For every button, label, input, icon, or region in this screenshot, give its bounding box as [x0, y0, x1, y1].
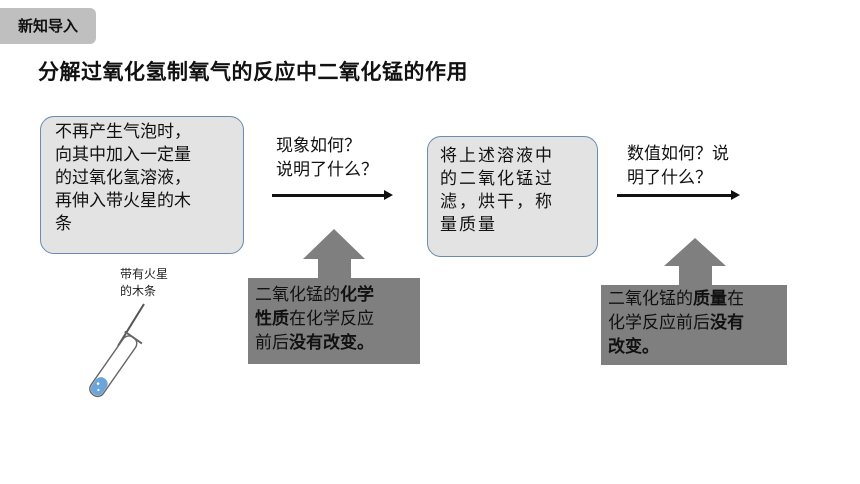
conclusion-text: 前后	[255, 333, 289, 353]
step2-box: 将上述溶液中 的二氧化锰过 滤，烘干，称 量质量	[427, 136, 598, 257]
question-line: 明了什么？	[627, 168, 712, 188]
step2-line: 滤，烘干，称	[440, 192, 554, 212]
step1-line: 的过氧化氢溶液，	[55, 168, 191, 188]
step1-question: 现象如何？ 说明了什么？	[276, 134, 378, 182]
conclusion-bold: 质量	[693, 289, 727, 309]
conclusion-text: 二氧化锰的	[255, 285, 340, 305]
step2-question: 数值如何？说 明了什么？	[627, 142, 777, 190]
conclusion-bold: 没有改变。	[289, 333, 374, 353]
up-arrow-2-stem	[679, 265, 712, 285]
label-line: 带有火星	[120, 267, 169, 281]
question-line: 数值如何？说	[627, 144, 729, 164]
step1-line: 再伸入带火星的木	[55, 191, 191, 211]
conclusion-bold: 性质	[255, 309, 289, 329]
conclusion-bold: 没有	[710, 313, 744, 333]
splint-label: 带有火星 的木条	[120, 266, 168, 300]
up-arrow-1	[303, 229, 365, 259]
conclusion-text: 在	[727, 289, 744, 309]
test-tube	[89, 330, 143, 398]
step2-line: 的二氧化锰过	[440, 169, 554, 189]
test-tube-splint-icon	[89, 303, 145, 398]
conclusion-text: 二氧化锰的	[608, 289, 693, 309]
step1-line: 条	[55, 214, 72, 234]
up-arrow-1-stem	[318, 258, 351, 278]
question-line: 说明了什么？	[276, 160, 378, 180]
step2-conclusion: 二氧化锰的质量在 化学反应前后没有 改变。	[601, 285, 787, 365]
up-arrow-2	[664, 238, 726, 266]
label-line: 的木条	[120, 284, 157, 298]
right-arrow-1	[272, 190, 393, 200]
page-title: 分解过氧化氢制氧气的反应中二氧化锰的作用	[38, 60, 468, 84]
step1-line: 不再产生气泡时，	[55, 122, 191, 142]
question-line: 现象如何？	[276, 136, 361, 156]
step1-box: 不再产生气泡时， 向其中加入一定量 的过氧化氢溶液， 再伸入带火星的木 条	[40, 116, 244, 254]
step2-line: 量质量	[440, 215, 497, 235]
step1-line: 向其中加入一定量	[55, 145, 191, 165]
right-arrow-2	[617, 190, 740, 200]
conclusion-text: 化学反应前后	[608, 313, 710, 333]
section-tag: 新知导入	[0, 8, 96, 44]
conclusion-bold: 化学	[340, 285, 374, 305]
conclusion-text: 在化学反应	[289, 309, 374, 329]
conclusion-bold: 改变。	[608, 337, 659, 357]
step2-line: 将上述溶液中	[440, 146, 554, 166]
step1-conclusion: 二氧化锰的化学 性质在化学反应 前后没有改变。	[248, 278, 420, 364]
